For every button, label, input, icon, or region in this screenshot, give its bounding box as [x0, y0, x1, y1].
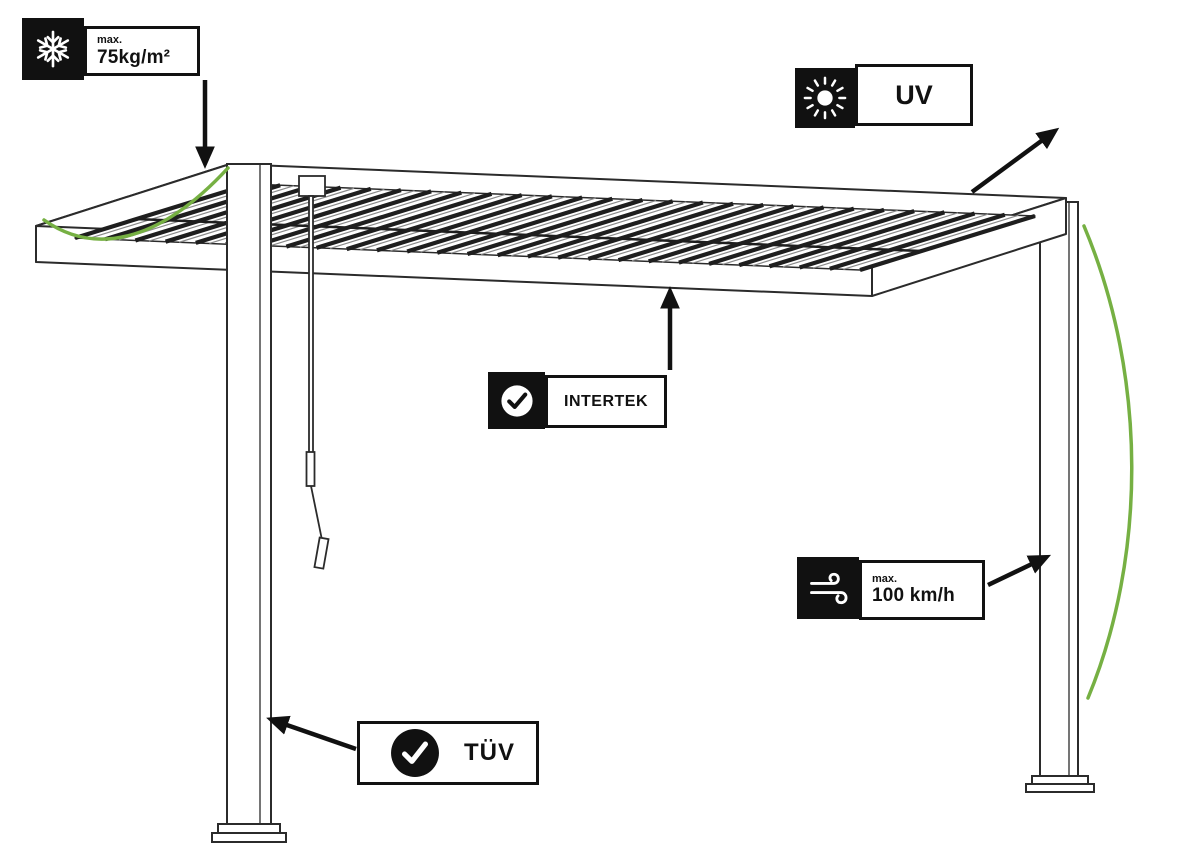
intertek-label: INTERTEK [564, 392, 648, 410]
crank-grip [313, 536, 330, 570]
wind-icon [797, 557, 859, 619]
uv-label-box: UV [855, 64, 973, 126]
snow-load-value: 75kg/m² [97, 46, 171, 68]
uv-badge: UV [795, 64, 973, 128]
sun-icon [795, 68, 855, 128]
check-circle-icon [488, 372, 545, 429]
wind-badge: max. 100 km/h [797, 557, 985, 620]
tuv-badge: TÜV [357, 721, 539, 785]
wind-qualifier: max. [872, 572, 898, 585]
annotation-arrows [195, 80, 1060, 752]
right-post [1025, 201, 1095, 793]
snowflake-icon [22, 18, 84, 80]
intertek-label-box: INTERTEK [545, 375, 667, 428]
uv-label: UV [895, 79, 933, 110]
load-curves [42, 166, 1134, 700]
wind-flex-curve [1082, 224, 1134, 700]
snow-load-badge: max. 75kg/m² [22, 18, 200, 80]
crank-rod [308, 195, 314, 455]
crank-handle [298, 175, 330, 570]
tuv-label: TÜV [464, 739, 515, 766]
wind-label-box: max. 100 km/h [859, 560, 985, 620]
snow-load-curve [42, 166, 230, 241]
wind-arrow [987, 554, 1052, 588]
uv-arrow [970, 127, 1060, 194]
crank-gearbox [298, 175, 326, 197]
left-post-base [217, 823, 281, 834]
snow-load-qualifier: max. [97, 34, 123, 46]
right-post-base [1031, 775, 1089, 785]
roof [35, 163, 1067, 297]
left-post [211, 163, 287, 843]
check-circle-icon [390, 728, 440, 778]
wind-value: 100 km/h [872, 585, 955, 607]
tuv-label-box: TÜV [357, 721, 539, 785]
intertek-badge: INTERTEK [488, 372, 667, 429]
snow-load-label-box: max. 75kg/m² [84, 26, 200, 77]
tuv-arrow [266, 715, 357, 752]
